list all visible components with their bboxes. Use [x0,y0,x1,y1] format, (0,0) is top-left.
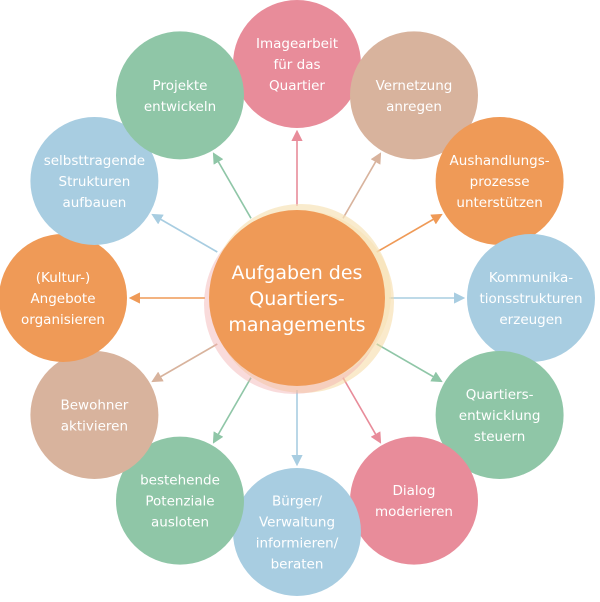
node-label-kommunikation: erzeugen [499,312,562,328]
node-circle-aushandlung [435,117,564,245]
node-circle-vernetzung [350,31,478,160]
node-label-kultur: (Kultur-) [36,270,90,286]
node-label-aushandlung: prozesse [470,174,530,190]
node-label-potenziale: bestehende [140,473,220,489]
node-bewohner: Bewohner aktivieren [30,351,159,479]
node-circle-kultur [0,234,127,362]
node-circle-buerger [233,468,361,596]
node-circle-kommunikation [467,234,595,362]
node-projekte: Projekte entwickeln [116,31,244,160]
node-circle-selbsttragend [30,117,159,245]
node-label-kultur: Angebote [30,291,95,307]
node-circle-projekte [116,31,244,160]
node-label-aushandlung: Aushandlungs- [450,153,550,169]
node-circle-entwicklung [435,351,564,479]
node-dialog: Dialog moderieren [350,436,478,565]
center-title: Aufgaben des [232,262,363,284]
node-label-kultur: organisieren [21,312,105,328]
node-label-aushandlung: unterstützen [456,195,542,211]
node-label-projekte: Projekte [153,78,208,94]
node-label-selbsttragend: Strukturen [59,174,131,190]
arrow-dialog [342,377,382,444]
node-entwicklung: Quartiers-entwicklung steuern [435,351,564,479]
node-label-entwicklung: Quartiers- [466,387,534,403]
node-kultur: (Kultur-) Angebote organisieren [0,234,127,362]
node-aushandlung: Aushandlungs-prozesse unterstützen [435,117,564,245]
node-label-entwicklung: entwicklung [459,408,541,424]
node-label-buerger: beraten [271,557,324,573]
arrow-selbsttragend [151,213,218,253]
arrow-entwicklung [376,343,443,383]
node-label-dialog: Dialog [393,483,436,499]
node-label-buerger: Verwaltung [259,515,335,531]
node-label-vernetzung: anregen [386,99,442,115]
node-label-potenziale: ausloten [151,515,209,531]
node-label-dialog: moderieren [375,504,453,520]
node-label-potenziale: Potenziale [145,494,214,510]
node-label-imagearbeit: Imagearbeit [256,36,338,52]
arrow-projekte [212,152,252,219]
center-circle [209,210,385,386]
node-label-bewohner: Bewohner [60,398,128,414]
node-kommunikation: Kommunika-tionsstrukturen erzeugen [467,234,595,362]
center-title: managements [228,314,365,336]
arrow-potenziale [212,377,252,444]
node-label-kommunikation: Kommunika- [489,270,573,286]
node-label-selbsttragend: aufbauen [62,195,126,211]
node-buerger: Bürger/Verwaltung informieren/beraten [233,468,361,596]
node-vernetzung: Vernetzung anregen [350,31,478,160]
arrow-aushandlung [376,213,443,253]
node-label-buerger: Bürger/ [272,494,323,510]
arrow-vernetzung [342,152,382,219]
center-title: Quartiers- [249,288,344,310]
node-label-buerger: informieren/ [256,536,339,552]
node-label-entwicklung: steuern [474,429,525,445]
node-circle-bewohner [30,351,159,479]
node-label-imagearbeit: für das [273,57,320,73]
arrows-layer [128,129,466,467]
node-label-bewohner: aktivieren [61,419,128,435]
node-circle-potenziale [116,436,244,565]
node-label-imagearbeit: Quartier [269,78,325,94]
node-label-vernetzung: Vernetzung [376,78,453,94]
node-circle-dialog [350,436,478,565]
node-label-selbsttragend: selbsttragende [44,153,145,169]
node-label-kommunikation: tionsstrukturen [479,291,582,307]
node-circle-imagearbeit [233,0,361,128]
arrow-bewohner [151,343,218,383]
node-label-projekte: entwickeln [144,99,216,115]
